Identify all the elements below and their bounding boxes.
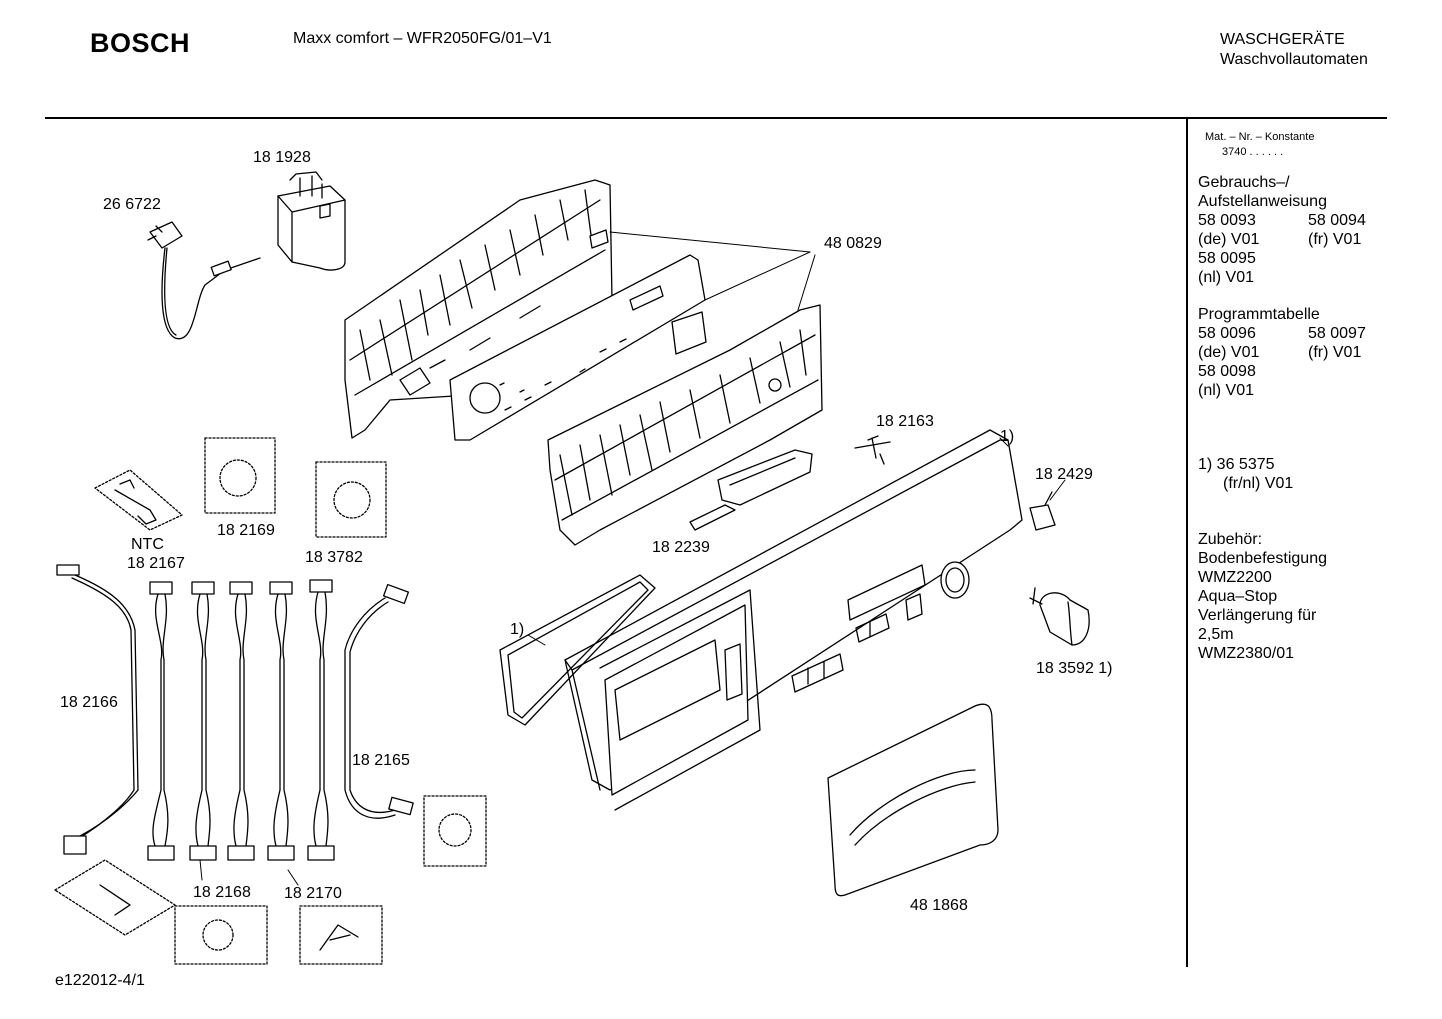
part-label: 18 2163 xyxy=(876,413,934,430)
part-label: 18 2165 xyxy=(352,752,410,769)
ghost-component-valve xyxy=(315,461,387,538)
part-label: 18 2166 xyxy=(60,694,118,711)
part-label: NTC xyxy=(131,536,164,553)
program-row: 58 0098 xyxy=(1198,363,1256,380)
program-row: (de) V01(fr) V01 xyxy=(1198,344,1362,361)
part-label: 18 3592 1) xyxy=(1036,660,1113,677)
footnote-line-2: (fr/nl) V01 xyxy=(1223,475,1294,492)
accessory-line: Verlängerung für xyxy=(1198,607,1317,624)
part-label: 18 2167 xyxy=(127,555,185,572)
panel-seal-part xyxy=(499,574,656,726)
power-cord-part xyxy=(147,221,261,340)
part-label: 26 6722 xyxy=(103,196,161,213)
accessory-line: WMZ2380/01 xyxy=(1198,645,1295,662)
brand-logo: BOSCH xyxy=(90,28,191,58)
part-label: 18 3782 xyxy=(305,549,363,566)
sidebar-divider xyxy=(1186,117,1188,967)
wire-harness-182166 xyxy=(56,564,139,855)
ntc-sensor-part xyxy=(94,469,183,531)
exploded-diagram xyxy=(54,171,1090,965)
interference-filter-part xyxy=(277,171,346,271)
control-module-part xyxy=(547,304,823,546)
part-label: 18 2429 xyxy=(1035,466,1093,483)
leader-lines xyxy=(199,231,1066,886)
accessory-line: Bodenbefestigung xyxy=(1198,550,1327,567)
part-label: 48 1868 xyxy=(910,897,968,914)
circuit-board-part xyxy=(449,254,707,441)
program-row: (nl) V01 xyxy=(1198,382,1255,399)
part-label: 18 2239 xyxy=(652,539,710,556)
manual-title-1: Gebrauchs–/ xyxy=(1198,174,1290,191)
model-title: Maxx comfort – WFR2050FG/01–V1 xyxy=(293,30,552,47)
drawing-code: e122012-4/1 xyxy=(55,972,145,989)
wire-harness-182170 xyxy=(267,581,295,861)
switch-part xyxy=(1029,491,1056,531)
ghost-component-motor xyxy=(54,859,176,936)
accessory-line: Zubehör: xyxy=(1198,531,1263,548)
accessory-line: 2,5m xyxy=(1198,626,1234,643)
category: WASCHGERÄTE Waschvollautomaten xyxy=(1220,30,1368,70)
program-title: Programmtabelle xyxy=(1198,306,1320,323)
wire-harness-182168 xyxy=(147,581,175,861)
manual-row: (nl) V01 xyxy=(1198,269,1255,286)
screw-part xyxy=(854,435,891,465)
control-housing-part xyxy=(344,179,613,439)
part-label: 18 2168 xyxy=(193,884,251,901)
part-label: 48 0829 xyxy=(824,235,882,252)
category-line-2: Waschvollautomaten xyxy=(1220,51,1368,68)
ghost-component-sensor xyxy=(423,795,487,867)
footnote-line-1: 1) 36 5375 xyxy=(1198,456,1275,473)
footnote-marker: 1) xyxy=(510,621,525,638)
accessory-line: WMZ2200 xyxy=(1198,569,1272,586)
part-label: 18 2170 xyxy=(284,885,342,902)
part-label: 18 2169 xyxy=(217,522,275,539)
accessories-block: Zubehör: Bodenbefestigung WMZ2200 Aqua–S… xyxy=(1198,530,1327,663)
mat-number-label: Mat. – Nr. – Konstante xyxy=(1205,131,1315,143)
selector-knob-part xyxy=(1029,587,1090,646)
part-label: 18 1928 xyxy=(253,149,311,166)
manual-row: (de) V01(fr) V01 xyxy=(1198,231,1362,248)
mat-number-block: Mat. – Nr. – Konstante 3740 . . . . . . xyxy=(1205,130,1314,160)
mat-number-value: 3740 . . . . . . xyxy=(1222,146,1284,158)
manual-title-2: Aufstellanweisung xyxy=(1198,193,1327,210)
wire-harness-182165 xyxy=(344,583,414,819)
accessory-line: Aqua–Stop xyxy=(1198,588,1278,605)
footnote-block: 1) 36 5375 (fr/nl) V01 xyxy=(1198,455,1293,493)
wire-harness-182168b xyxy=(189,581,217,861)
display-window-part xyxy=(689,449,813,531)
drawer-cover-part xyxy=(827,703,999,897)
front-panel-part xyxy=(564,429,1023,811)
category-line-1: WASCHGERÄTE xyxy=(1220,31,1345,48)
wire-harness-183782 xyxy=(307,579,335,861)
manual-row: 58 0095 xyxy=(1198,250,1256,267)
header-divider xyxy=(45,117,1387,119)
ghost-component-door-lock xyxy=(299,905,383,965)
ghost-component-heater xyxy=(174,905,268,965)
footnote-marker: 1) xyxy=(1000,428,1015,445)
ghost-component-pump xyxy=(204,437,276,514)
wire-harness-182169 xyxy=(227,581,255,861)
